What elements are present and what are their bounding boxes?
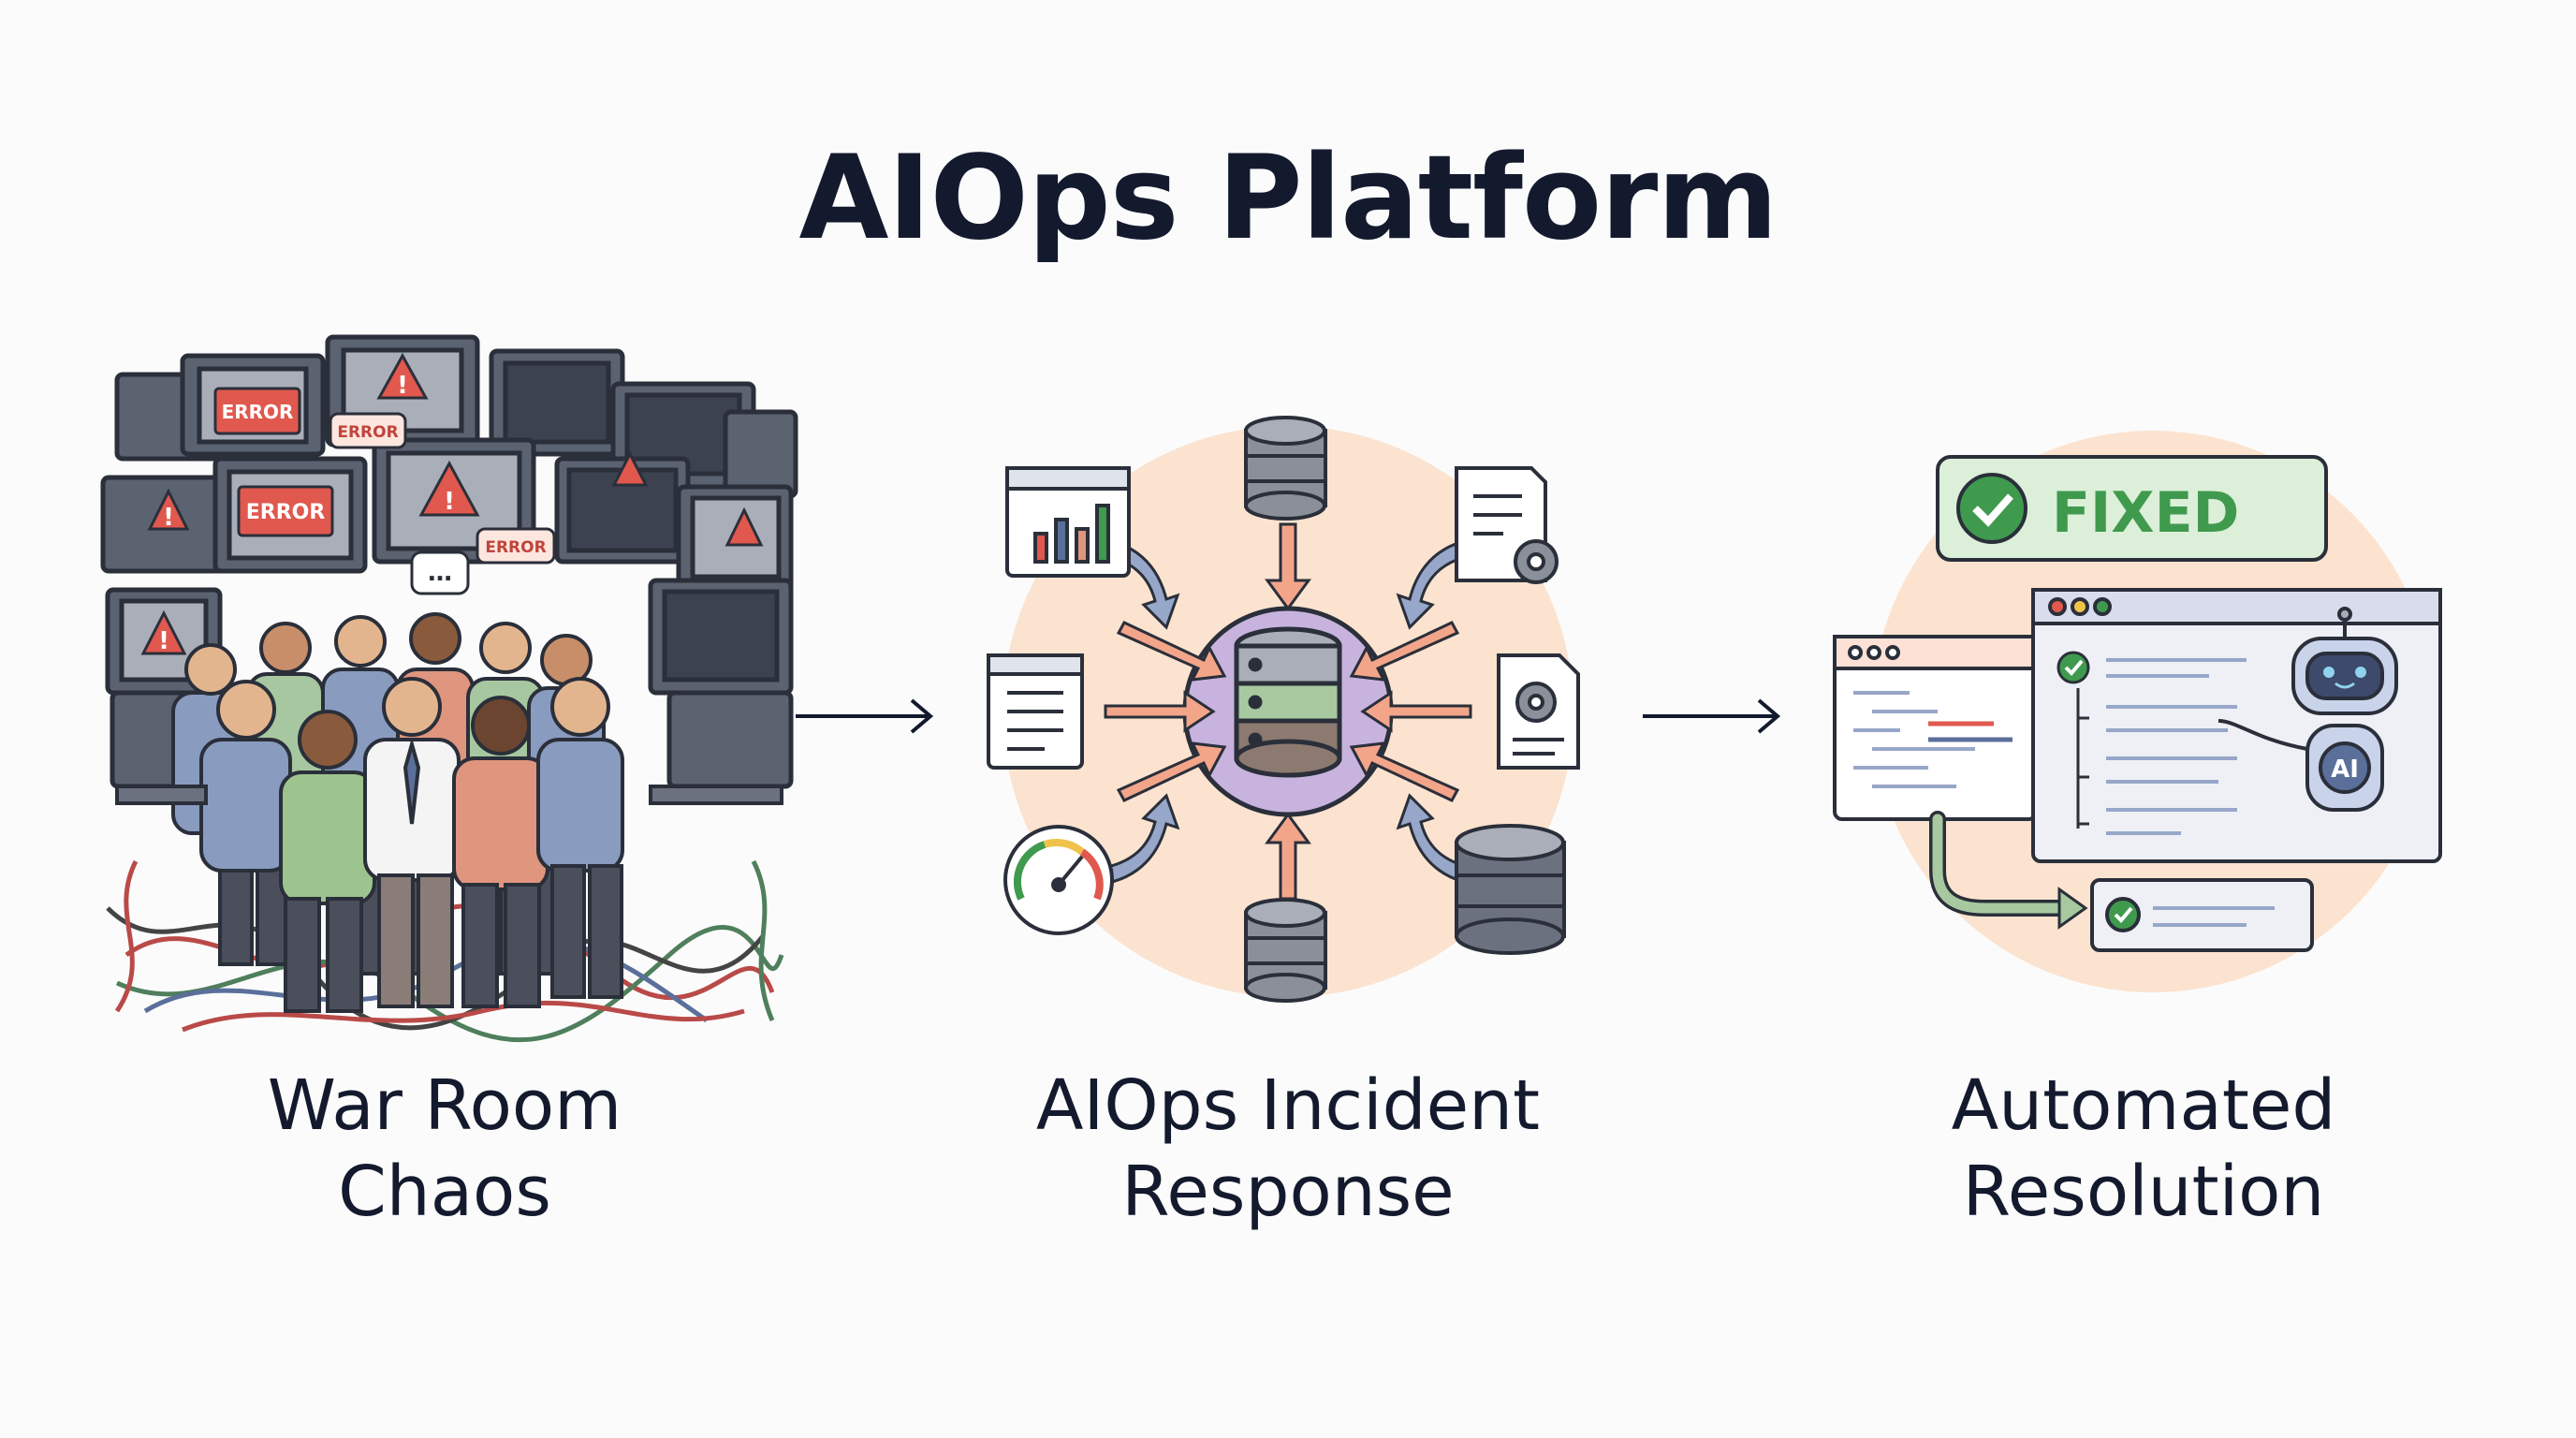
database-icon — [1244, 898, 1327, 1003]
server-stack-icon — [1455, 824, 1566, 955]
svg-text:!: ! — [163, 504, 174, 532]
caption-line: Response — [1121, 1152, 1455, 1232]
robot-ai-label: AI — [2331, 756, 2359, 784]
stage-caption-incident-response: AIOps Incident Response — [932, 1063, 1644, 1235]
settings-file-icon — [1497, 653, 1580, 770]
war-room-illustration: ERROR ERROR ERROR ERROR … !! !! — [89, 300, 800, 1049]
resolved-item-card — [2090, 878, 2314, 952]
caption-line: War Room — [267, 1065, 622, 1146]
code-editor-window — [1833, 635, 2038, 821]
log-window-icon — [987, 653, 1084, 770]
stage-caption-automated-resolution: Automated Resolution — [1788, 1063, 2499, 1235]
error-label: ERROR — [222, 401, 294, 423]
caption-line: Chaos — [338, 1152, 551, 1232]
error-windows — [213, 387, 334, 537]
caption-line: Automated — [1951, 1065, 2336, 1146]
fixed-badge — [1936, 455, 2328, 562]
crowd-of-engineers — [171, 612, 624, 1013]
error-label: ERROR — [246, 501, 326, 524]
config-document-icon — [1455, 466, 1559, 584]
fixed-badge-label: FIXED — [2052, 480, 2239, 546]
flow-arrow — [1643, 698, 1781, 734]
error-label: ERROR — [337, 423, 398, 442]
bar-chart-window-icon — [1005, 466, 1131, 578]
flow-arrow — [796, 698, 934, 734]
error-label: ERROR — [485, 538, 546, 557]
automated-resolution-illustration: FIXED — [1788, 300, 2499, 1049]
caption-line: Resolution — [1962, 1152, 2325, 1232]
svg-text:!: ! — [397, 372, 408, 400]
caption-line: AIOps Incident — [1035, 1065, 1541, 1146]
svg-text:!: ! — [158, 627, 169, 655]
error-speech-bubble — [329, 412, 556, 595]
gauge-icon — [1003, 825, 1114, 935]
inbound-arrows — [1104, 522, 1472, 901]
central-database-hub — [1182, 606, 1394, 817]
database-icon — [1244, 416, 1327, 521]
svg-text:!: ! — [444, 488, 455, 516]
svg-text:…: … — [428, 559, 452, 587]
aiops-hub-illustration — [932, 300, 1644, 1049]
stage-caption-war-room: War Room Chaos — [89, 1063, 800, 1235]
check-icon — [2056, 651, 2090, 684]
page-title: AIOps Platform — [798, 131, 1778, 266]
green-flow-arrow — [1932, 814, 2074, 914]
ai-robot-icon — [2217, 607, 2398, 812]
warning-icon — [140, 352, 764, 655]
